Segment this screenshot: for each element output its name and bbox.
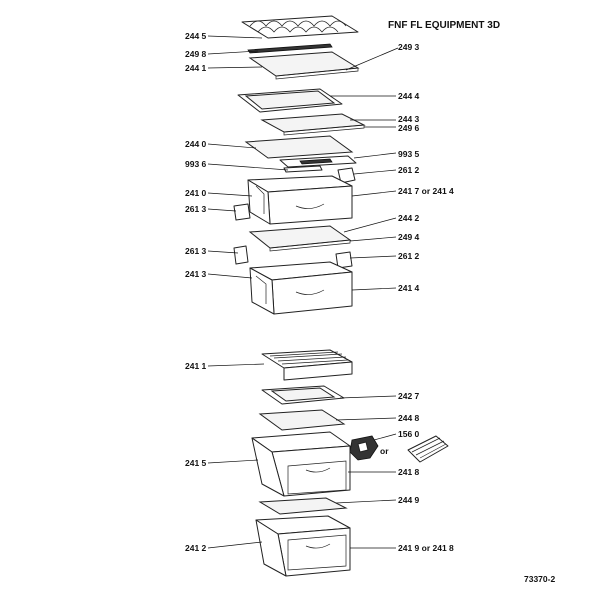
callout-label: 241 7 or 241 4 — [398, 186, 454, 196]
callout-label: 249 3 — [398, 42, 420, 52]
callout-label: 241 0 — [185, 188, 207, 198]
drawer-rail-right-2-part — [335, 251, 353, 269]
callout-label: 993 6 — [185, 159, 207, 169]
drawer-rail-left-2-part — [233, 245, 249, 265]
callout-label: 244 1 — [185, 63, 207, 73]
diagram-title: FNF FL EQUIPMENT 3D — [388, 20, 500, 31]
callout-label: 241 5 — [185, 458, 207, 468]
callout-label: 241 3 — [185, 269, 207, 279]
callout-label: 241 8 — [398, 467, 420, 477]
drawer-bottom-part — [255, 515, 351, 577]
glass-plate-part — [244, 135, 354, 159]
drawer-lower-part — [251, 431, 351, 497]
drawer-rail-left-part — [233, 203, 251, 221]
drawer-middle-part — [249, 261, 353, 315]
callout-label: 244 0 — [185, 139, 207, 149]
leader-lines — [207, 35, 399, 549]
callout-label: 244 3 — [398, 114, 420, 124]
callout-label: 241 4 — [398, 283, 420, 293]
drawer-upper-part — [247, 175, 353, 225]
callout-label: 249 6 — [398, 123, 420, 133]
callout-label: 241 9 or 241 8 — [398, 543, 454, 553]
callout-label: 244 4 — [398, 91, 420, 101]
frame-part — [261, 385, 345, 405]
callout-label: 241 2 — [185, 543, 207, 553]
callout-label: 242 7 — [398, 391, 420, 401]
callout-label: 244 8 — [398, 413, 420, 423]
callout-label: 261 3 — [185, 204, 207, 214]
shelf-trim-part — [247, 43, 333, 54]
callout-label: 244 2 — [398, 213, 420, 223]
glass-plate-3-part — [258, 497, 348, 515]
callout-label: 244 5 — [185, 31, 207, 41]
callout-label: 261 2 — [398, 251, 420, 261]
callout-label: 244 9 — [398, 495, 420, 505]
bottle-holder-part — [349, 435, 379, 461]
drawer-rail-right-part — [337, 167, 356, 184]
glass-shelf-3-part — [248, 225, 352, 252]
bottle-holder-alt-part — [407, 435, 449, 463]
wine-rack-part — [241, 15, 359, 39]
callout-label: 993 5 — [398, 149, 420, 159]
callout-label: 241 1 — [185, 361, 207, 371]
glass-shelf-part — [248, 51, 360, 80]
callout-label: 249 8 — [185, 49, 207, 59]
drawing-number: 73370-2 — [524, 574, 555, 584]
shelf-frame-part — [237, 88, 343, 113]
glass-shelf-2-part — [260, 113, 366, 136]
light-cover-part — [279, 155, 357, 173]
glass-plate-2-part — [258, 409, 346, 431]
callout-label: 261 3 — [185, 246, 207, 256]
callout-label: 261 2 — [398, 165, 420, 175]
callout-label: 156 0 — [398, 429, 420, 439]
callout-label: or — [380, 446, 389, 456]
callout-label: 249 4 — [398, 232, 420, 242]
basket-part — [261, 349, 353, 381]
